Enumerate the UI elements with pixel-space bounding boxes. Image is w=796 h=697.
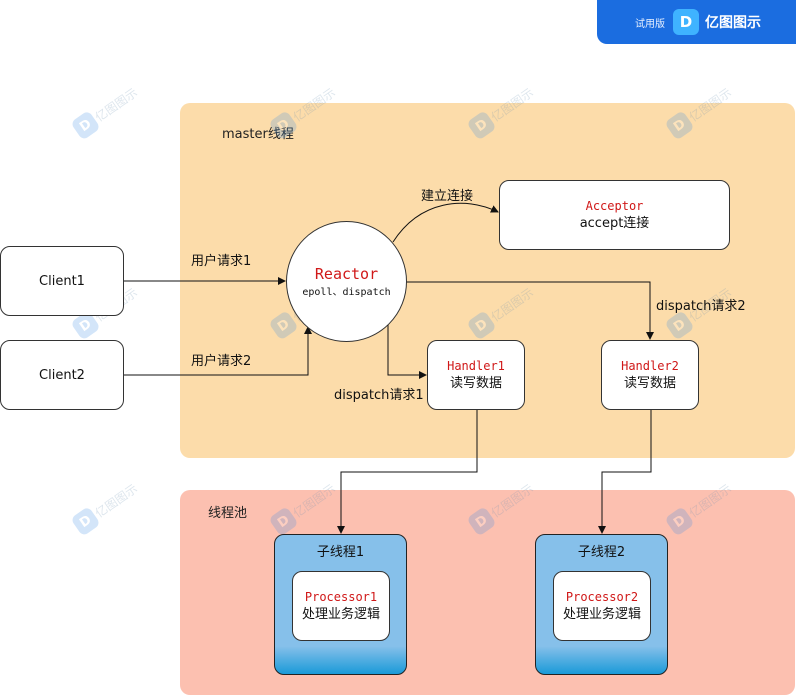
client2-node: Client2: [0, 340, 124, 410]
processor2-node: Processor2 处理业务逻辑: [553, 571, 651, 641]
acceptor-subtitle: accept连接: [579, 216, 650, 231]
handler2-title: Handler2: [621, 359, 679, 373]
trial-label: 试用版: [635, 18, 665, 30]
processor2-subtitle: 处理业务逻辑: [562, 607, 641, 622]
handler1-subtitle: 读写数据: [449, 376, 502, 391]
thread2-title: 子线程2: [577, 545, 626, 560]
reactor-node: Reactor epoll、dispatch: [286, 221, 407, 342]
edge-label-request2: 用户请求2: [191, 354, 252, 369]
brand-name: 亿图图示: [705, 15, 761, 31]
edge-label-request1: 用户请求1: [191, 254, 252, 269]
edge-reactor-handler1: [387, 325, 427, 379]
edge-label-dispatch2: dispatch请求2: [656, 299, 746, 314]
edge-reactor-handler2: [405, 281, 654, 340]
handler2-subtitle: 读写数据: [623, 376, 676, 391]
master-thread-label: master线程: [222, 127, 294, 142]
handler1-node: Handler1 读写数据: [427, 340, 525, 410]
edge-handler2-thread2: [598, 410, 652, 534]
reactor-title: Reactor: [314, 264, 379, 283]
processor2-title: Processor2: [565, 590, 639, 604]
thread1-title: 子线程1: [316, 545, 365, 560]
processor1-subtitle: 处理业务逻辑: [301, 607, 380, 622]
acceptor-node: Acceptor accept连接: [499, 180, 730, 250]
thread1-container: 子线程1 Processor1 处理业务逻辑: [274, 534, 407, 675]
client1-node: Client1: [0, 246, 124, 316]
edge-reactor-acceptor: [392, 202, 499, 243]
processor1-node: Processor1 处理业务逻辑: [292, 571, 390, 641]
client2-label: Client2: [39, 367, 85, 383]
edge-label-dispatch1: dispatch请求1: [334, 388, 424, 403]
edge-client2-reactor: [124, 326, 312, 376]
edge-label-connect: 建立连接: [421, 189, 474, 204]
thread-pool-label: 线程池: [208, 506, 248, 521]
handler2-node: Handler2 读写数据: [601, 340, 699, 410]
acceptor-title: Acceptor: [585, 199, 644, 213]
handler1-title: Handler1: [447, 359, 505, 373]
edge-handler1-thread1: [337, 410, 478, 534]
reactor-subtitle: epoll、dispatch: [302, 286, 391, 298]
thread2-container: 子线程2 Processor2 处理业务逻辑: [535, 534, 668, 675]
client1-label: Client1: [39, 273, 85, 289]
yitu-logo-icon: D: [673, 9, 699, 35]
brand-bar: 试用版 D 亿图图示: [597, 0, 796, 44]
processor1-title: Processor1: [304, 590, 378, 604]
